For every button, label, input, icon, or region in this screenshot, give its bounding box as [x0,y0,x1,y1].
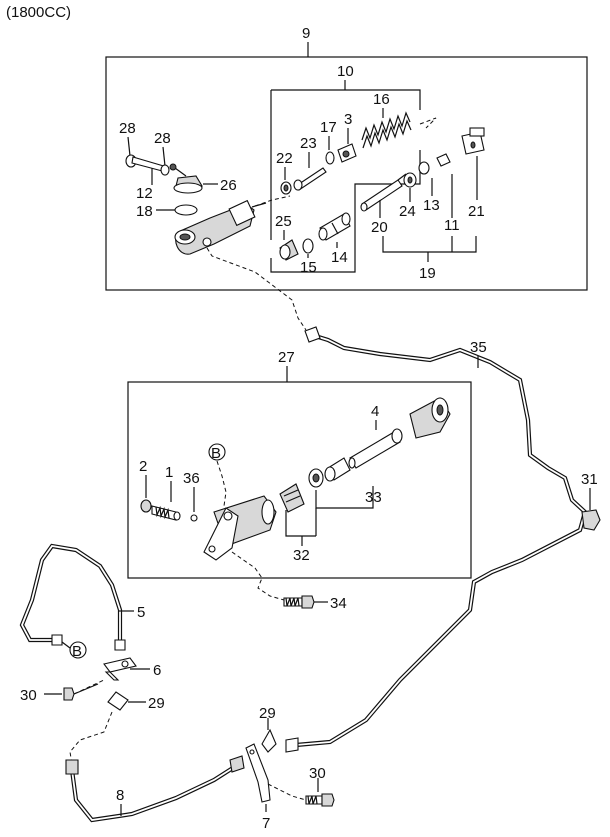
boot-32 [279,483,305,513]
callout-9: 9 [302,25,310,42]
push-rod-boot-4 [348,397,451,469]
bracket-32 [285,510,316,537]
retainer-3 [337,143,357,163]
callout-30-left: 30 [20,687,37,704]
dash-clip-to-hose [69,711,113,765]
flexible-hose-8 [65,755,245,823]
callout-13: 13 [423,197,440,214]
clip-29-left [107,691,129,711]
clip-29-right [261,728,277,753]
leader-b-bottom [61,641,71,649]
washer-22 [280,181,292,195]
repair-kit-bracket-10 [271,89,421,110]
callout-19: 19 [419,265,436,282]
callout-10: 10 [337,63,354,80]
dash-bolt-30 [73,679,105,695]
ref-b-bottom: B [69,641,87,660]
callout-32: 32 [293,547,310,564]
callout-18: 18 [136,203,153,220]
bleeder-cap-2 [140,499,152,513]
callout-2: 2 [139,458,147,475]
callout-28-left: 28 [119,120,136,137]
callout-27: 27 [278,349,295,366]
piston-14 [318,212,351,241]
callout-35: 35 [470,339,487,356]
seal-15 [302,238,314,254]
bolt-30-right [305,793,335,807]
callout-5: 5 [137,604,145,621]
callout-7: 7 [262,815,270,832]
callout-33: 33 [365,489,382,506]
dash-bolt-30-right [267,783,307,801]
piston-33 [308,457,351,488]
callout-24: 24 [399,203,416,220]
washer-17 [325,151,335,165]
dash-cylinder-to-kit [254,195,291,207]
svg-text:B: B [72,643,82,660]
callout-17: 17 [320,119,337,136]
callout-30-right: 30 [309,765,326,782]
callout-36: 36 [183,470,200,487]
repair-kit-dash-top [419,117,437,129]
callout-31: 31 [581,471,598,488]
callout-15: 15 [300,259,317,276]
callout-25: 25 [275,213,292,230]
callout-29-left: 29 [148,695,165,712]
callout-11: 11 [444,217,460,234]
ball-36 [190,514,198,522]
callout-34: 34 [330,595,347,612]
repair-kit-bottom-edge [270,150,421,273]
callout-3: 3 [344,111,352,128]
dash-box9-to-pipe [206,247,307,331]
clip-11 [436,153,451,167]
bolt-34 [283,595,315,609]
clutch-pipe-35 [285,326,588,753]
o-ring-18 [174,204,198,216]
callout-22: 22 [276,150,293,167]
leader-28-left [127,136,131,157]
callout-21: 21 [468,203,485,220]
pipe-clip-31 [581,488,601,531]
dash-b-top [216,460,227,507]
bracket-19 [382,236,477,253]
spring-16 [361,111,412,149]
callout-28-right: 28 [154,130,171,147]
callout-8: 8 [116,787,124,804]
release-cylinder-assembly-box [127,381,472,579]
svg-text:B: B [211,445,221,462]
callout-14: 14 [331,249,348,266]
nut-24 [403,172,417,188]
callout-12: 12 [136,185,153,202]
callout-6: 6 [153,662,161,679]
master-cylinder-assembly-box [105,56,588,291]
callout-4: 4 [371,403,379,420]
reservoir-cap-26 [169,163,203,194]
master-cylinder-body [174,199,267,255]
dash-cylinder-to-bolt [231,551,285,601]
push-rod-23 [293,167,327,191]
ref-b-top: B [208,443,226,462]
bolt-30-left [63,683,99,701]
diagram-title: (1800CC) [6,4,71,21]
bracket-6 [103,657,137,681]
callout-20: 20 [371,219,388,236]
bracket-7 [245,743,271,803]
callout-16: 16 [373,91,390,108]
bracket-33 [315,486,374,509]
hose-pipe-5 [19,543,126,651]
callout-1: 1 [165,464,173,481]
rod-20 [360,173,407,212]
leader-28-right [162,146,166,167]
release-cylinder-body [203,495,277,561]
callout-26: 26 [220,177,237,194]
pin-12 [125,154,170,176]
boot-25 [279,239,299,261]
clevis-21 [461,127,485,155]
ring-13 [418,161,430,175]
bleeder-screw-1 [151,505,181,521]
callout-29-right: 29 [259,705,276,722]
callout-23: 23 [300,135,317,152]
